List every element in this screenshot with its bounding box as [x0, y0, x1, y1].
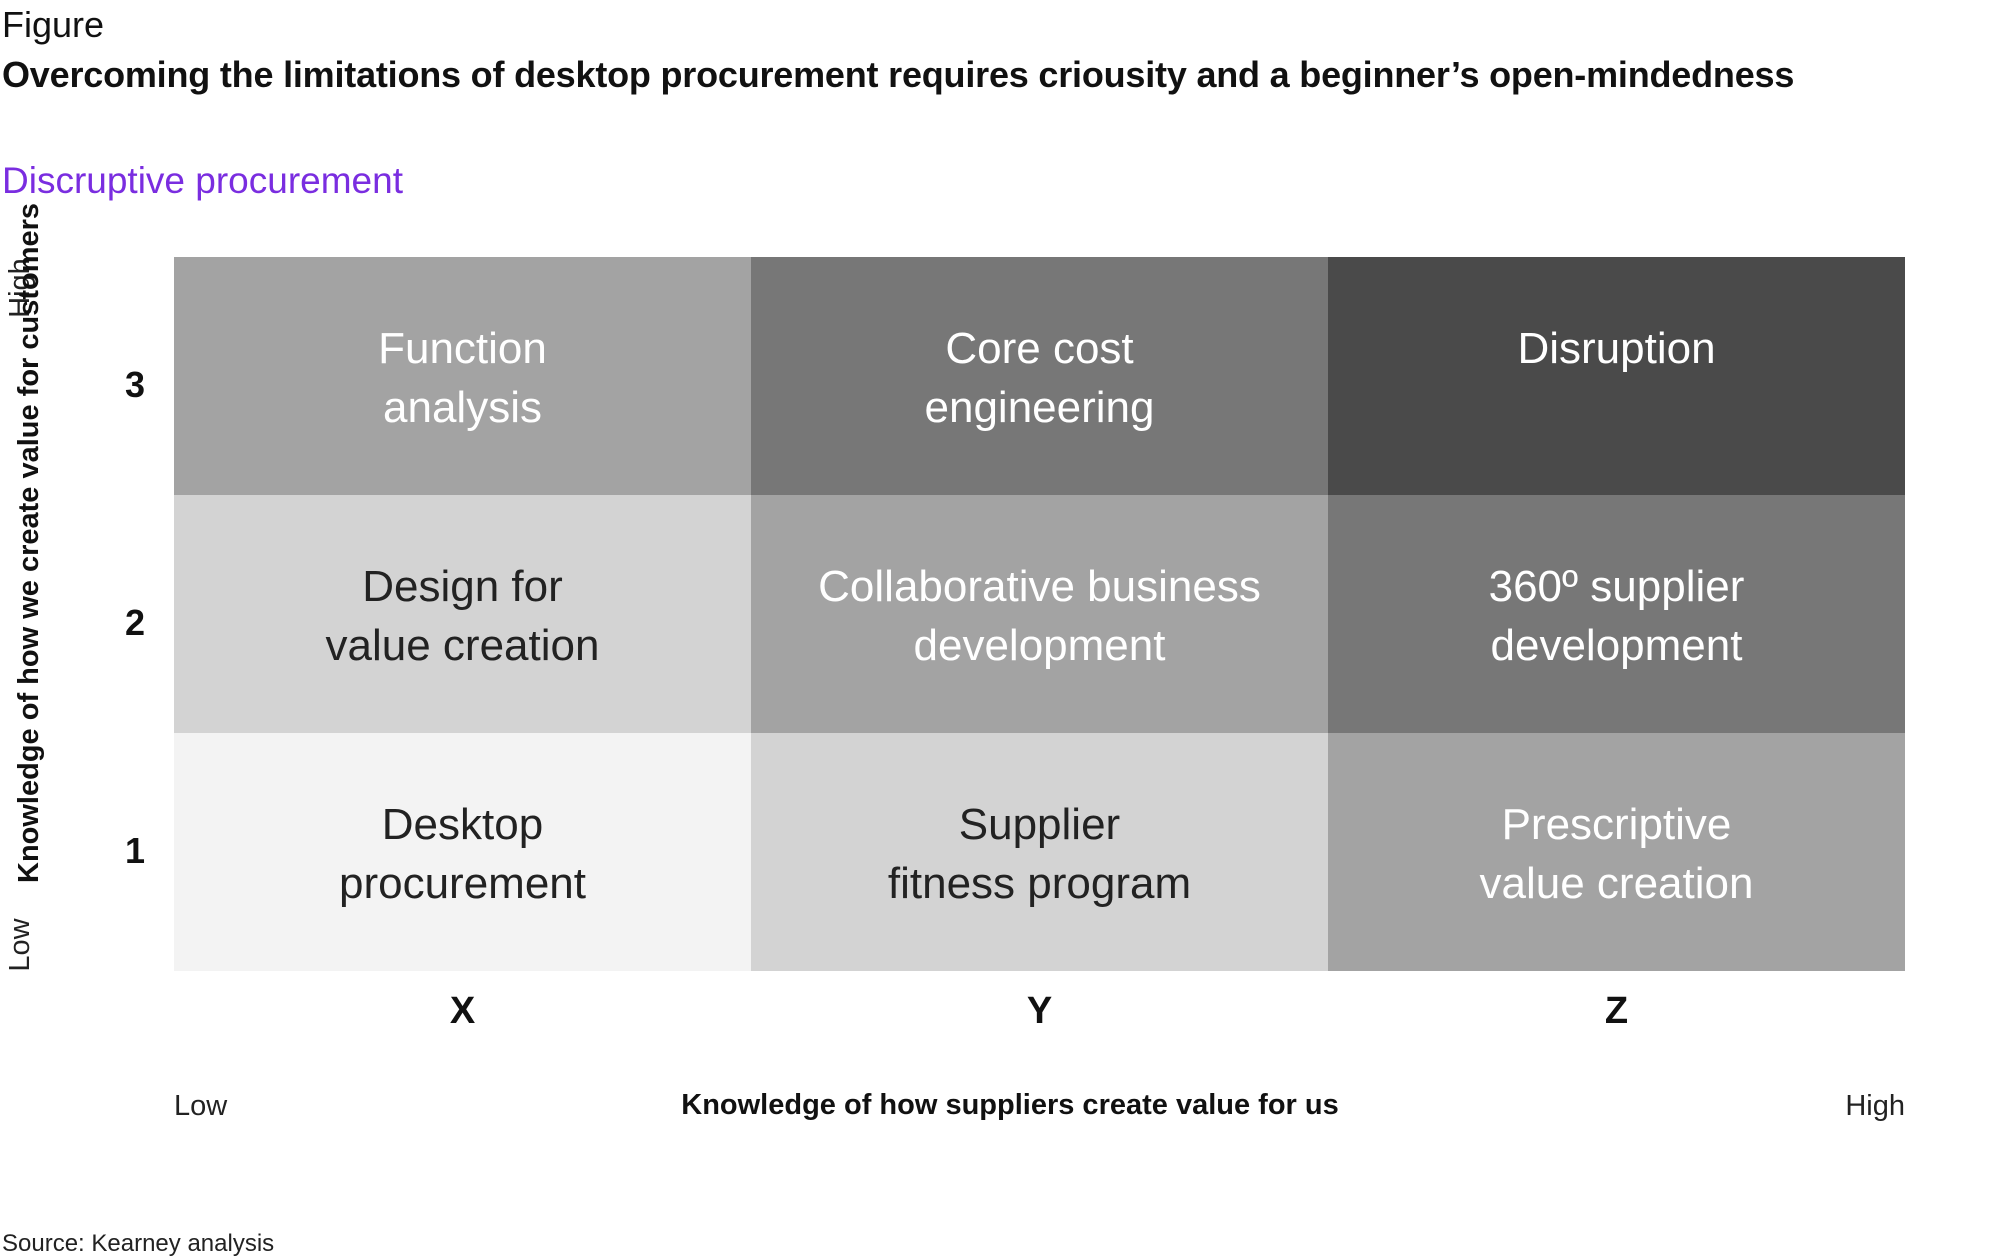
matrix-cell-design-for-value-creation: Design for value creation	[174, 495, 751, 733]
cell-label: Core cost engineering	[924, 324, 1155, 432]
x-axis-high-label: High	[1845, 1090, 1905, 1122]
cell-label: Supplier fitness program	[887, 800, 1192, 908]
cell-label: 360º supplier development	[1488, 562, 1745, 670]
source-note: Source: Kearney analysis	[2, 1230, 275, 1257]
matrix-cell-supplier-fitness-program: Supplier fitness program	[751, 733, 1328, 971]
figure-title: Overcoming the limitations of desktop pr…	[2, 54, 1795, 95]
row-number-1: 1	[124, 830, 146, 871]
cell-label: Design for value creation	[325, 562, 600, 670]
figure-label: Figure	[2, 4, 105, 45]
column-letter-y: Y	[1026, 990, 1053, 1032]
row-number-2: 2	[124, 602, 146, 643]
matrix-cell-collaborative-business-development: Collaborative business development	[751, 495, 1328, 733]
x-axis-low-label: Low	[174, 1090, 228, 1122]
cell-label: Collaborative business development	[818, 562, 1261, 670]
figure-subtitle: Discruptive procurement	[2, 160, 403, 201]
x-axis-title: Knowledge of how suppliers create value …	[681, 1089, 1339, 1121]
y-axis-title: Knowledge of how we create value for cus…	[13, 202, 45, 883]
cell-label: Desktop procurement	[338, 800, 586, 908]
column-letter-x: X	[449, 990, 476, 1032]
y-axis-low-label: Low	[4, 918, 36, 972]
matrix-cell-core-cost-engineering: Core cost engineering	[751, 257, 1328, 495]
column-letter-z: Z	[1604, 990, 1629, 1032]
row-number-3: 3	[124, 364, 146, 405]
matrix-cell-disruption: Disruption	[1328, 257, 1905, 495]
cell-label: Prescriptive value creation	[1479, 800, 1754, 908]
cell-label: Function analysis	[378, 324, 547, 432]
matrix-cell-360-supplier-development: 360º supplier development	[1328, 495, 1905, 733]
matrix-cell-prescriptive-value-creation: Prescriptive value creation	[1328, 733, 1905, 971]
matrix-grid: Function analysis Core cost engineering …	[174, 257, 1905, 971]
matrix-cell-function-analysis: Function analysis	[174, 257, 751, 495]
cell-label: Disruption	[1517, 324, 1716, 373]
matrix-cell-desktop-procurement: Desktop procurement	[174, 733, 751, 971]
